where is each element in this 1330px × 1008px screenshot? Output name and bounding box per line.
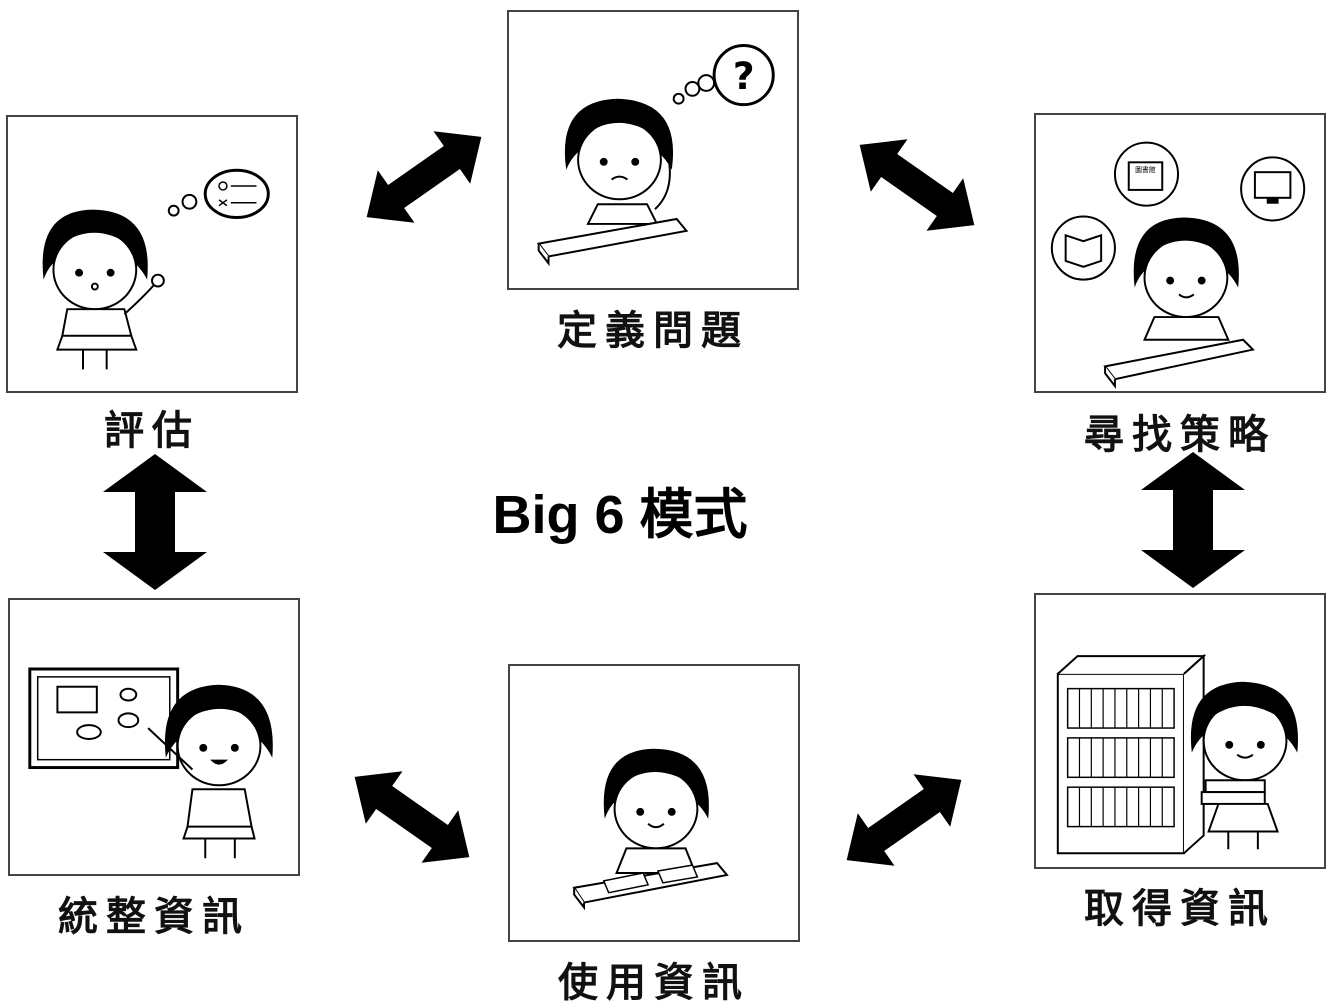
book-icon	[1064, 233, 1103, 268]
diagram-title: Big 6 模式	[492, 485, 748, 545]
step-label-synthesize-information: 統整資訊	[58, 894, 250, 940]
double-arrow-strategy-get	[1141, 452, 1245, 588]
panel-synthesize-information	[8, 598, 300, 876]
panel-get-information	[1034, 593, 1326, 869]
panel-define-problem: ?	[507, 10, 799, 290]
girl-thinking-illustration: ?	[536, 44, 775, 267]
library-icon	[1127, 161, 1164, 191]
double-arrow-define-strategy	[859, 139, 975, 231]
svg-text:圖書館: 圖書館	[1135, 165, 1156, 174]
panel-use-information	[508, 664, 800, 942]
girl-with-resources-illustration: 圖書館	[1050, 141, 1306, 389]
computer-icon	[1253, 171, 1292, 199]
step-label-search-strategy: 尋找策略	[1084, 412, 1276, 458]
girl-writing-illustration	[572, 748, 729, 911]
step-label-use-information: 使用資訊	[558, 960, 750, 1006]
girl-evaluating-illustration	[42, 168, 270, 370]
double-arrow-evaluate-define	[366, 131, 482, 223]
question-mark-icon: ?	[733, 54, 755, 98]
step-label-get-information: 取得資訊	[1084, 886, 1276, 932]
girl-at-bookshelf-illustration	[1056, 653, 1298, 855]
panel-evaluate	[6, 115, 298, 393]
step-label-evaluate: 評估	[104, 408, 200, 454]
panel-search-strategy: 圖書館	[1034, 113, 1326, 393]
double-arrow-synthesize-evaluate	[103, 454, 207, 590]
checklist-icon	[218, 181, 228, 191]
girl-presenting-illustration	[28, 667, 273, 859]
notebook-icon	[602, 872, 650, 894]
double-arrow-use-synthesize	[354, 771, 470, 863]
double-arrow-get-use	[846, 774, 962, 866]
step-label-define-problem: 定義問題	[557, 308, 749, 354]
